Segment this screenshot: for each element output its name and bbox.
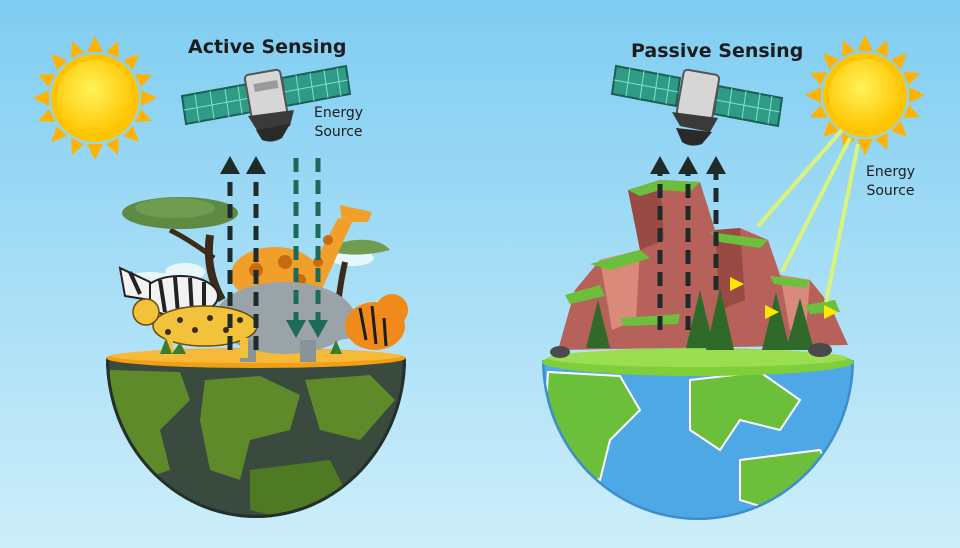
rocks	[550, 343, 832, 358]
satellite-icon	[610, 64, 784, 146]
passive-reflected-arrows	[650, 156, 726, 330]
active-energy-source-label: Energy Source	[314, 104, 363, 142]
acacia-tree-left	[122, 197, 238, 302]
active-sensing-title: Active Sensing	[188, 36, 347, 58]
sunlight-arrowheads	[730, 277, 838, 319]
grass-tufts-left	[160, 338, 342, 354]
passive-energy-line2: Source	[866, 183, 915, 199]
tiger	[345, 294, 408, 350]
sun-icon	[805, 35, 925, 155]
reflected-signal-arrows	[220, 156, 266, 350]
active-energy-line2: Source	[314, 124, 363, 140]
sun-icon	[33, 36, 157, 160]
passive-sensing-title: Passive Sensing	[631, 40, 804, 62]
pine-trees	[586, 288, 814, 350]
active-energy-line1: Energy	[314, 105, 364, 121]
passive-energy-line1: Energy	[866, 164, 916, 180]
sunlight-beams	[756, 128, 860, 303]
satellite-icon	[180, 64, 352, 142]
passive-energy-source-label: Energy Source	[866, 163, 915, 201]
emitted-signal-arrows	[286, 158, 328, 338]
